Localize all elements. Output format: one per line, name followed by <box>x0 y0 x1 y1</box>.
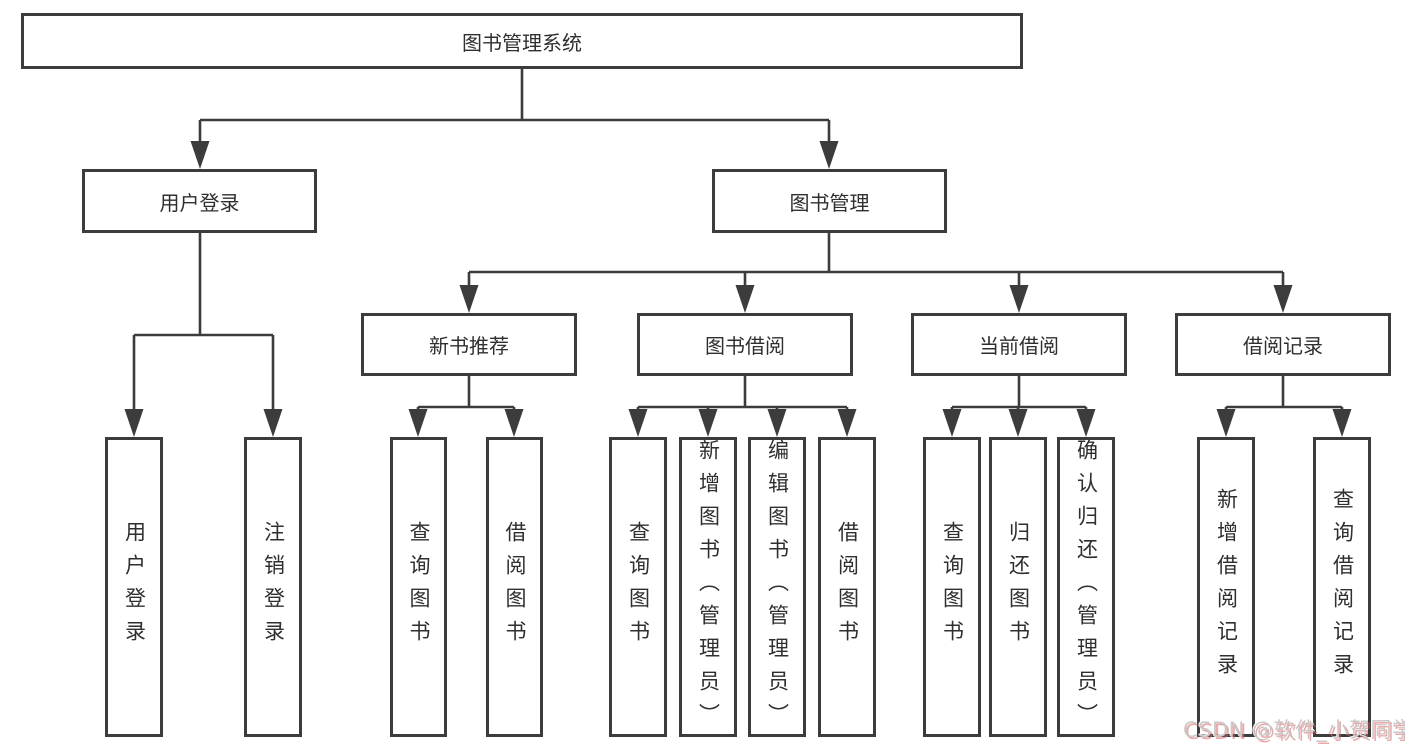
leaf-label: 借阅图书 <box>835 521 860 653</box>
node-user-login: 用户登录 <box>82 169 317 233</box>
leaf-query-books-recommend: 查询图书 <box>390 437 447 737</box>
leaf-user-login: 用户登录 <box>105 437 163 737</box>
leaf-logout: 注销登录 <box>244 437 302 737</box>
leaf-confirm-return-admin: 确认归还（管理员） <box>1057 437 1115 737</box>
leaf-query-books-borrow: 查询图书 <box>609 437 667 737</box>
leaf-label: 归还图书 <box>1006 521 1031 653</box>
leaf-label: 新增借阅记录 <box>1214 488 1239 686</box>
node-book-borrow: 图书借阅 <box>637 313 853 376</box>
leaf-add-book-admin: 新增图书（管理员） <box>679 437 737 737</box>
leaf-label: 确认归还（管理员） <box>1074 438 1099 736</box>
leaf-label: 用户登录 <box>122 521 147 653</box>
leaf-borrow-books: 借阅图书 <box>818 437 876 737</box>
leaf-label: 新增图书（管理员） <box>696 438 721 736</box>
leaf-label: 借阅图书 <box>503 521 527 653</box>
arrowheads <box>124 141 1352 437</box>
node-book-management: 图书管理 <box>712 169 947 233</box>
node-borrow-records: 借阅记录 <box>1175 313 1391 376</box>
leaf-query-books-current: 查询图书 <box>923 437 981 737</box>
node-root: 图书管理系统 <box>21 13 1023 69</box>
csdn-watermark: CSDN @软件_小贺同学 <box>1183 718 1405 742</box>
leaf-borrow-books-recommend: 借阅图书 <box>486 437 543 737</box>
leaf-label: 注销登录 <box>261 521 286 653</box>
leaf-label: 查询借阅记录 <box>1330 488 1355 686</box>
leaf-label: 编辑图书（管理员） <box>765 438 790 736</box>
leaf-query-borrow-record: 查询借阅记录 <box>1313 437 1371 737</box>
leaf-edit-book-admin: 编辑图书（管理员） <box>748 437 806 737</box>
node-new-book-recommend: 新书推荐 <box>361 313 577 376</box>
leaf-add-borrow-record: 新增借阅记录 <box>1197 437 1255 737</box>
leaf-return-book: 归还图书 <box>989 437 1047 737</box>
leaf-label: 查询图书 <box>940 521 965 653</box>
node-current-borrow: 当前借阅 <box>911 313 1127 376</box>
leaf-label: 查询图书 <box>407 521 431 653</box>
leaf-label: 查询图书 <box>626 521 651 653</box>
